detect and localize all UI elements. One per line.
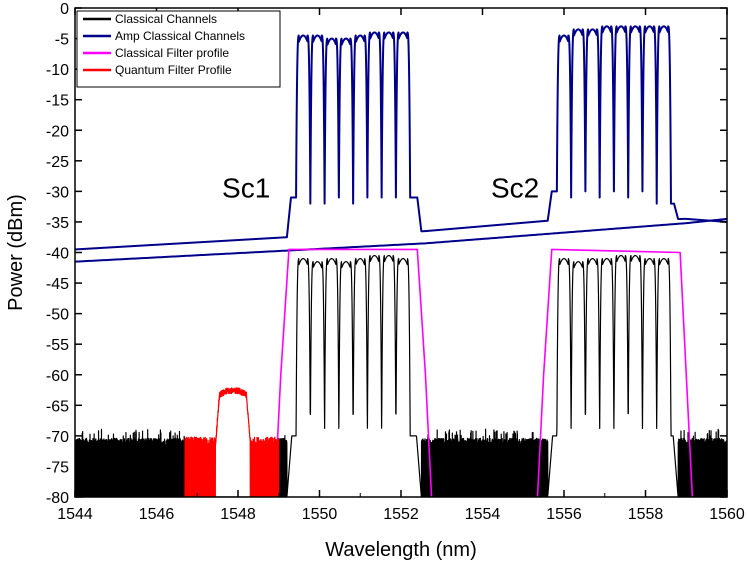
series-quantum-filter-profile (184, 387, 280, 497)
annotation-layer: Sc1 Sc2 (222, 172, 539, 203)
x-axis-title: Wavelength (nm) (325, 539, 477, 561)
y-tick-label: -70 (46, 429, 69, 446)
y-tick-label: -30 (46, 184, 69, 201)
y-tick-label: -25 (46, 154, 69, 171)
legend-entry: Quantum Filter Profile (115, 63, 232, 77)
annotation-sc2: Sc2 (491, 172, 539, 203)
series-layer (75, 25, 727, 497)
y-tick-label: -50 (46, 307, 69, 324)
x-tick-label: 1558 (628, 506, 664, 523)
legend-entry: Classical Filter profile (115, 46, 229, 60)
x-tick-label: 1546 (139, 506, 175, 523)
series-classical-filter-profile (536, 248, 694, 497)
legend-entry: Amp Classical Channels (115, 29, 245, 43)
y-tick-label: -45 (46, 276, 69, 293)
x-tick-label: 1548 (220, 506, 256, 523)
x-tick-label: 1544 (57, 506, 93, 523)
y-tick-label: -15 (46, 93, 69, 110)
x-tick-label: 1556 (546, 506, 582, 523)
y-tick-label: -10 (46, 62, 69, 79)
axes-layer: 1544 1546 1548 1550 1552 1554 1556 1558 1560 0 -5 -… (46, 1, 745, 523)
y-tick-label: -75 (46, 459, 69, 476)
y-axis-title: Power (dBm) (5, 194, 27, 311)
y-tick-label: -40 (46, 246, 69, 263)
x-tick-label: 1552 (383, 506, 419, 523)
x-tick-label: 1554 (465, 506, 501, 523)
y-tick-label: -55 (46, 337, 69, 354)
y-tick-label: -5 (55, 32, 69, 49)
legend-box (76, 10, 281, 88)
series-classical-filter-profile (273, 248, 433, 497)
y-tick-label: 0 (60, 1, 69, 18)
y-tick-label: -60 (46, 368, 69, 385)
x-tick-label: 1560 (709, 506, 745, 523)
y-tick-label: -65 (46, 398, 69, 415)
y-tick-label: -80 (46, 490, 69, 507)
x-tick-label: 1550 (302, 506, 338, 523)
series-amp-classical-baseline (75, 217, 727, 263)
series-amp-classical-channels (75, 25, 727, 251)
y-tick-label: -20 (46, 123, 69, 140)
legend-entry: Classical Channels (115, 12, 217, 26)
y-tick-label: -35 (46, 215, 69, 232)
series-classical-channels (75, 254, 727, 497)
annotation-sc1: Sc1 (222, 172, 270, 203)
